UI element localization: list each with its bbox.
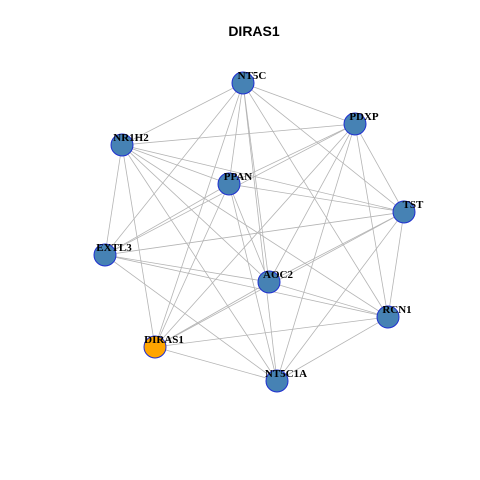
edge-nt5c-diras1 xyxy=(154,82,244,348)
edge-tst-rcn1 xyxy=(387,211,405,318)
edge-nt5c-tst xyxy=(242,82,405,213)
node-nt5c[interactable] xyxy=(231,71,255,95)
edge-aoc2-diras1 xyxy=(154,281,270,348)
node-label-nt5c: NT5C xyxy=(238,70,267,82)
edge-nr1h2-rcn1 xyxy=(121,144,389,318)
edge-diras1-nt5c1a xyxy=(154,346,278,382)
edge-ppan-extl3 xyxy=(104,183,230,256)
edge-nr1h2-tst xyxy=(121,144,405,213)
edge-nr1h2-aoc2 xyxy=(121,144,270,283)
edge-rcn1-diras1 xyxy=(154,316,389,348)
edge-pdxp-rcn1 xyxy=(354,123,389,318)
node-label-tst: TST xyxy=(403,199,424,211)
edge-tst-aoc2 xyxy=(268,211,405,283)
node-extl3[interactable] xyxy=(93,243,117,267)
edge-pdxp-tst xyxy=(354,123,405,213)
node-rcn1[interactable] xyxy=(376,305,400,329)
edge-pdxp-diras1 xyxy=(154,123,356,348)
edge-pdxp-nr1h2 xyxy=(121,123,356,146)
node-label-extl3: EXTL3 xyxy=(96,242,132,254)
edge-ppan-aoc2 xyxy=(228,183,270,283)
node-diras1[interactable] xyxy=(143,335,167,359)
edge-pdxp-ppan xyxy=(228,123,356,185)
edge-tst-nt5c1a xyxy=(276,211,405,382)
node-nr1h2[interactable] xyxy=(110,133,134,157)
edges-layer xyxy=(104,82,405,382)
edge-nt5c-nr1h2 xyxy=(121,82,244,146)
node-label-diras1: DIRAS1 xyxy=(144,334,184,346)
edge-nr1h2-diras1 xyxy=(121,144,156,348)
node-label-aoc2: AOC2 xyxy=(263,269,293,281)
edge-aoc2-rcn1 xyxy=(268,281,389,318)
edge-tst-extl3 xyxy=(104,211,405,256)
edge-nt5c-nt5c1a xyxy=(242,82,278,382)
edge-nt5c-extl3 xyxy=(104,82,244,256)
edge-nr1h2-ppan xyxy=(121,144,230,185)
node-label-nt5c1a: NT5C1A xyxy=(265,368,307,380)
edge-rcn1-nt5c1a xyxy=(276,316,389,382)
nodes-layer xyxy=(93,71,416,393)
edge-nt5c-rcn1 xyxy=(242,82,389,318)
node-pdxp[interactable] xyxy=(343,112,367,136)
edge-extl3-nt5c1a xyxy=(104,254,278,382)
edge-pdxp-aoc2 xyxy=(268,123,356,283)
edge-nr1h2-nt5c1a xyxy=(121,144,278,382)
node-label-rcn1: RCN1 xyxy=(382,304,411,316)
edge-ppan-tst xyxy=(228,183,405,213)
edge-nr1h2-extl3 xyxy=(104,144,123,256)
node-nt5c1a[interactable] xyxy=(265,369,289,393)
node-label-pdxp: PDXP xyxy=(349,111,379,123)
node-label-nr1h2: NR1H2 xyxy=(113,132,149,144)
edge-pdxp-nt5c1a xyxy=(276,123,356,382)
node-aoc2[interactable] xyxy=(257,270,281,294)
graph-title: DIRAS1 xyxy=(228,23,280,39)
edge-ppan-nt5c1a xyxy=(228,183,278,382)
edge-nt5c-ppan xyxy=(228,82,244,185)
edge-extl3-aoc2 xyxy=(104,254,270,283)
edge-ppan-diras1 xyxy=(154,183,230,348)
edge-extl3-rcn1 xyxy=(104,254,389,318)
edge-nt5c-pdxp xyxy=(242,82,356,125)
node-tst[interactable] xyxy=(392,200,416,224)
node-ppan[interactable] xyxy=(217,172,241,196)
node-label-ppan: PPAN xyxy=(224,171,253,183)
edge-nt5c-aoc2 xyxy=(242,82,270,283)
